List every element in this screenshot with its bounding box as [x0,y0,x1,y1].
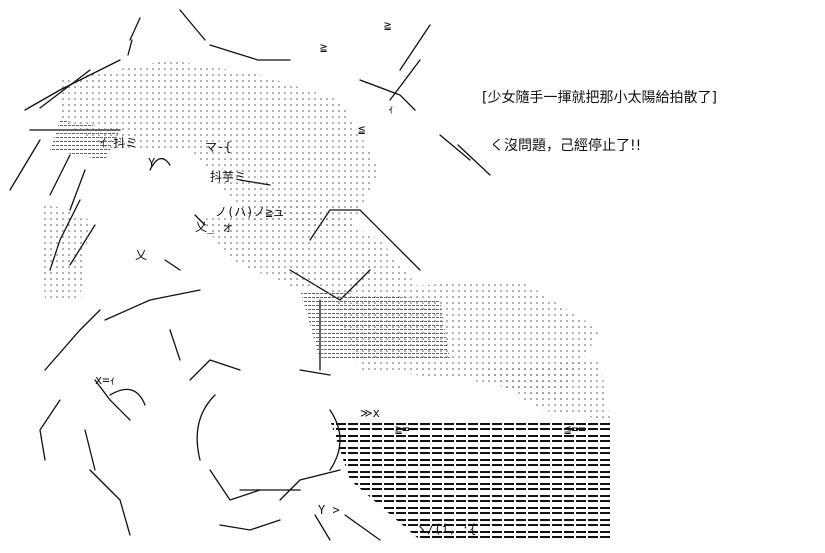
hair-stroke [179,9,206,41]
art-mark: ≦== [564,422,586,436]
hair-stroke [457,144,491,176]
art-mark: ≦ [358,122,366,136]
dialogue-line-1: [少女隨手一揮就把那小太陽給拍散了] [482,90,717,106]
skirt-shading [480,360,610,420]
leg-stroke [219,519,281,531]
art-mark: 乂 [135,248,148,262]
dialogue-line-2: く沒問題，己經停止了!! [490,138,642,154]
body-stroke [299,369,331,376]
hair-shading [200,200,420,290]
art-mark: ノ(ハ)ノ≧ュ [215,205,285,219]
hair-shading [50,120,120,160]
leg-stroke [209,469,261,501]
art-mark: ≫x [360,406,380,420]
body-stroke [196,394,216,461]
art-mark: マ-{ [205,140,232,154]
hair-shading [60,60,380,230]
hair-stroke [127,17,141,56]
hair-shading [40,200,90,300]
hair-stroke [439,134,471,161]
art-mark: ≧ [384,18,392,32]
art-mark: Y [148,156,156,170]
art-mark: ｨ [388,102,395,116]
sleeve-stroke [89,469,131,536]
sleeve-stroke [44,309,101,371]
hair-stroke [399,24,431,71]
hair-stroke [9,139,41,191]
body-stroke [189,359,241,381]
art-mark: ｲ 抖ミ [100,136,138,150]
leg-stroke [314,514,331,541]
eye-stroke [149,158,171,171]
sleeve-stroke [84,429,96,471]
sleeve-stroke [104,289,201,321]
cloak-stripes [330,420,610,540]
sleeve-stroke [109,388,146,406]
hair-stroke [359,79,416,111]
art-mark: ≧=- [395,422,417,436]
art-mark: x=ｨ [95,373,116,387]
sleeve-stroke [169,329,181,361]
mouth-stroke [164,259,181,271]
hair-stroke [209,44,291,61]
sleeve-shading [300,290,450,360]
sleeve-stroke [39,399,61,461]
art-mark: ≧ [320,40,328,54]
art-mark: 抖芋ミ [210,170,247,184]
sleeve-stroke [94,379,131,421]
hair-stroke [49,154,71,196]
hair-stroke [389,59,421,101]
leg-stroke [344,514,381,541]
leg-stroke [279,469,341,501]
art-mark: Y > [318,503,340,517]
art-mark: ゝ/(i,ﾆ:{ [415,522,477,536]
art-mark: 乂_ ォ [195,220,234,234]
hair-stroke [69,169,86,211]
